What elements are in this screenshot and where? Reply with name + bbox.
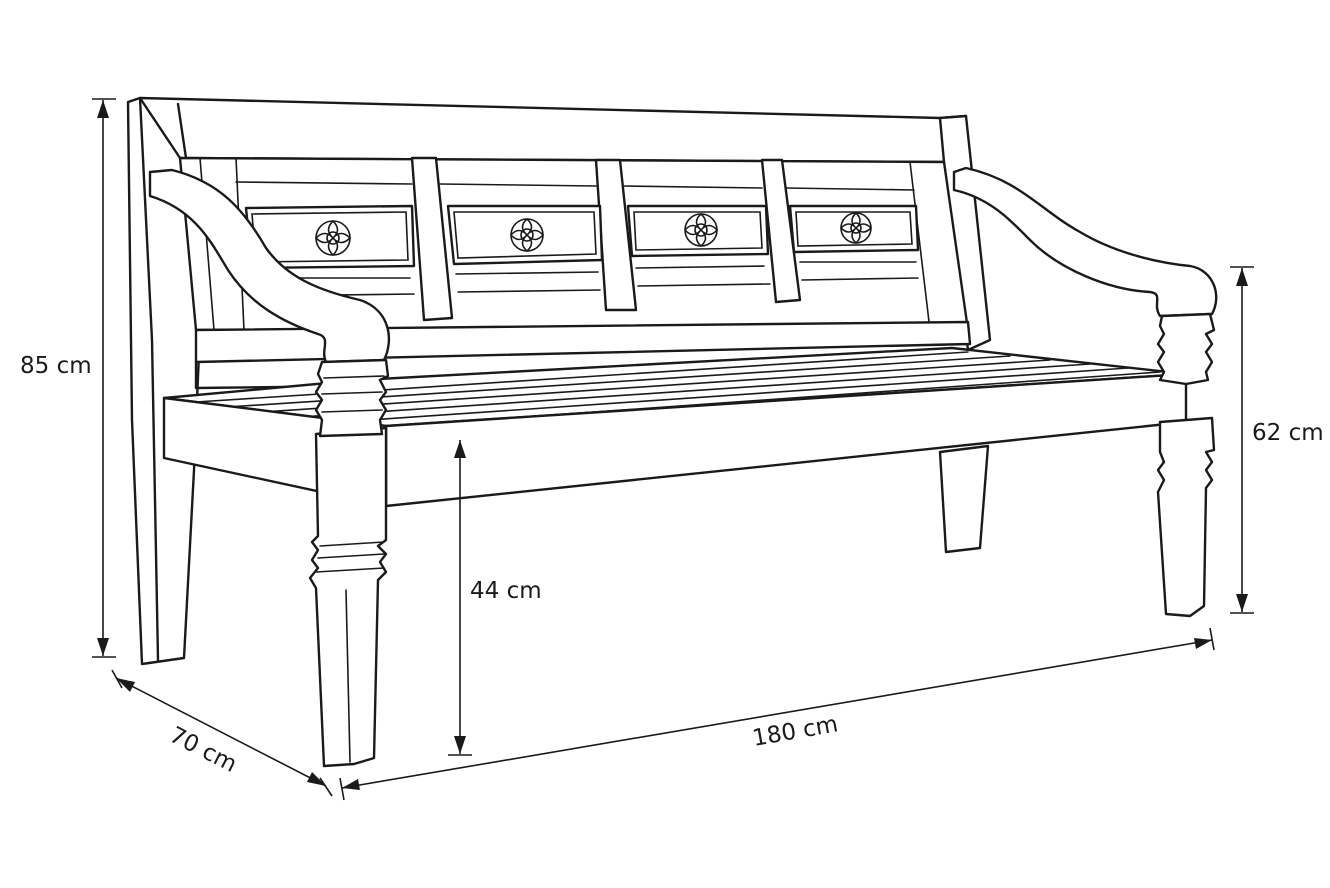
- right-armrest: [952, 166, 1218, 318]
- label-width: 180 cm: [751, 711, 840, 752]
- left-front-leg: [308, 426, 388, 768]
- back-right-leg: [938, 444, 990, 554]
- rosette-2: [510, 218, 544, 252]
- right-arm-post: [1156, 312, 1216, 386]
- stile-1: [410, 156, 454, 322]
- label-arm-height: 62 cm: [1252, 420, 1324, 446]
- label-seat-height: 44 cm: [470, 578, 542, 604]
- dimension-lines: [92, 98, 1254, 801]
- panel-3: [626, 204, 770, 258]
- label-overall-height: 85 cm: [20, 353, 92, 379]
- left-arm-post: [314, 358, 390, 438]
- right-front-leg: [1156, 416, 1216, 618]
- top-rail: [138, 96, 968, 164]
- right-back-post: [938, 114, 992, 352]
- rosette-4: [840, 212, 872, 244]
- bench-illustration: [126, 96, 1218, 768]
- rosette-1: [315, 220, 351, 256]
- rosette-3: [684, 213, 718, 247]
- label-depth: 70 cm: [165, 722, 241, 778]
- panel-2: [446, 204, 604, 266]
- stile-3: [760, 158, 802, 304]
